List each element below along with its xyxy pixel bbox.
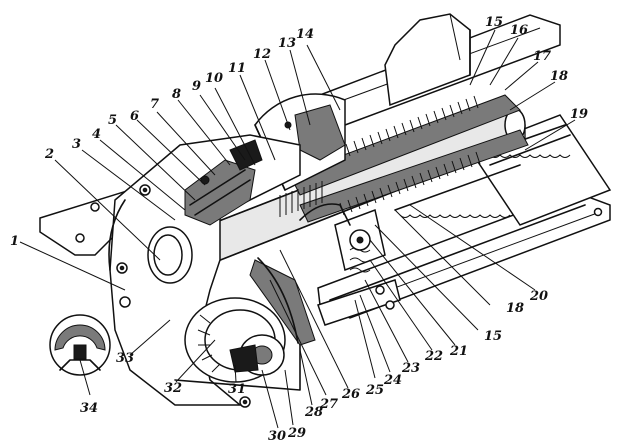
callout-22: 22 — [424, 349, 443, 364]
spring-follower-unit — [299, 203, 401, 326]
callout-1: 1 — [10, 234, 19, 249]
leader-lines — [19, 29, 576, 429]
callout-18-top: 18 — [550, 69, 568, 84]
callout-12: 12 — [253, 47, 271, 62]
callout-9: 9 — [192, 79, 201, 94]
callout-13: 13 — [278, 36, 296, 51]
callout-10: 10 — [205, 71, 223, 86]
callout-6: 6 — [130, 109, 139, 124]
callout-15-lower: 15 — [484, 329, 502, 344]
callout-labels: 1 2 3 4 5 6 7 8 9 10 11 12 13 14 15 16 1… — [10, 15, 588, 444]
callout-33: 33 — [116, 351, 134, 366]
callout-2: 2 — [44, 147, 54, 162]
callout-31: 31 — [228, 382, 246, 397]
callout-34: 34 — [80, 401, 98, 416]
callout-32: 32 — [164, 381, 182, 396]
callout-19: 19 — [570, 107, 588, 122]
callout-5: 5 — [108, 113, 117, 128]
main-shaft-tube — [169, 94, 529, 273]
callout-16: 16 — [510, 23, 528, 38]
callout-21: 21 — [449, 344, 468, 359]
callout-3: 3 — [72, 137, 81, 152]
callout-26: 26 — [341, 387, 360, 402]
callout-17: 17 — [533, 49, 551, 64]
detail-inset-34 — [49, 314, 111, 376]
callout-30: 30 — [268, 429, 286, 444]
callout-27: 27 — [319, 397, 338, 412]
callout-23: 23 — [401, 361, 420, 376]
callout-20: 20 — [529, 289, 548, 304]
callout-25: 25 — [365, 383, 384, 398]
callout-8: 8 — [172, 87, 181, 102]
lower-gear-assembly — [174, 257, 316, 391]
callout-15-top: 15 — [485, 15, 503, 30]
callout-24: 24 — [383, 373, 402, 388]
callout-29: 29 — [287, 426, 306, 441]
callout-18-lower: 18 — [506, 301, 524, 316]
callout-14: 14 — [296, 27, 314, 42]
callout-7: 7 — [150, 97, 159, 112]
callout-11: 11 — [228, 61, 246, 76]
callout-28: 28 — [304, 405, 323, 420]
callout-4: 4 — [92, 127, 101, 142]
